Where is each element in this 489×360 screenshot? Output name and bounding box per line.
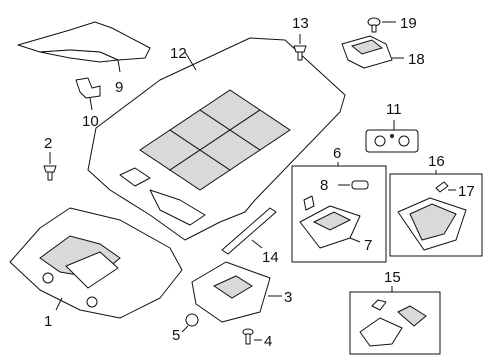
callout-2: 2	[44, 135, 52, 152]
part-8-bulb	[303, 180, 369, 211]
callout-17: 17	[458, 183, 475, 200]
callout-11: 11	[386, 101, 402, 118]
callout-8: 8	[320, 177, 328, 194]
callout-19: 19	[400, 15, 417, 32]
part-9-duct	[17, 21, 151, 73]
part-16-lamp	[397, 197, 467, 251]
part-5-clip	[181, 313, 199, 333]
part-7-lamp	[299, 205, 361, 249]
part-17-bulb	[435, 181, 456, 193]
callout-15: 15	[384, 269, 401, 286]
part-15-lamp	[359, 299, 427, 347]
part-3-visor	[191, 261, 282, 323]
part-18-lamp	[341, 35, 404, 69]
callout-16: 16	[428, 153, 445, 170]
group-box-15	[349, 291, 441, 355]
callout-6: 6	[333, 145, 341, 162]
group-box-16	[389, 173, 483, 257]
part-1-console-assembly	[9, 207, 183, 319]
callout-3: 3	[284, 289, 292, 306]
part-19-screw	[367, 17, 396, 33]
callout-1: 1	[44, 313, 52, 330]
part-13-fastener	[293, 34, 307, 61]
callout-13: 13	[292, 15, 309, 32]
callout-7: 7	[364, 237, 372, 254]
callout-14: 14	[262, 249, 279, 266]
callout-5: 5	[172, 327, 180, 344]
callout-18: 18	[408, 51, 425, 68]
part-14-strip	[221, 207, 277, 255]
part-2-pin	[43, 152, 57, 181]
group-box-6	[291, 165, 387, 263]
part-11-console	[365, 120, 419, 153]
part-4-screw	[242, 328, 262, 345]
callout-12: 12	[170, 45, 187, 62]
part-10-clip	[75, 77, 101, 111]
callout-10: 10	[82, 113, 99, 130]
callout-9: 9	[115, 79, 123, 96]
callout-4: 4	[264, 333, 272, 350]
part-12-headliner	[87, 37, 346, 241]
